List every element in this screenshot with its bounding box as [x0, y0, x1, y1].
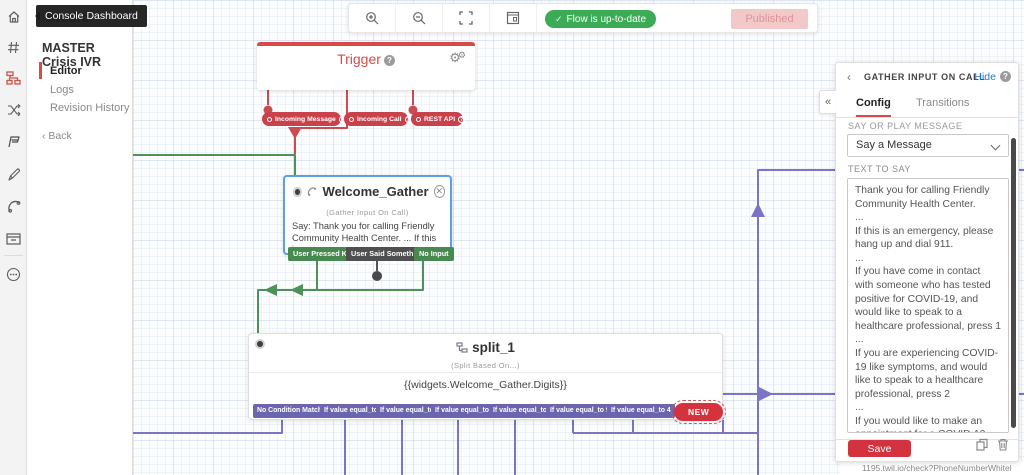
nav-item-revision-history[interactable]: Revision History — [50, 102, 130, 114]
say-or-play-message-label: SAY OR PLAY MESSAGE — [848, 121, 963, 129]
studio-flow-icon[interactable] — [0, 67, 27, 89]
flow-title: MASTER Crisis IVR — [42, 41, 102, 69]
widget-config-panel: ‹ GATHER INPUT ON CALL Hide ? Config Tra… — [835, 62, 1019, 462]
back-chevron-icon[interactable]: ‹ — [847, 70, 851, 84]
back-link[interactable]: ‹ Back — [42, 130, 72, 142]
chevron-down-icon — [990, 140, 1001, 151]
divider — [4, 255, 23, 256]
archive-icon[interactable] — [0, 228, 27, 250]
widget-title: split_1 — [249, 340, 722, 355]
pen-icon[interactable] — [0, 163, 27, 185]
trigger-pill-incoming-call[interactable]: Incoming Call? — [344, 112, 412, 126]
phone-icon[interactable] — [0, 196, 27, 218]
active-nav-indicator — [39, 62, 42, 79]
condition-pill-equal-2[interactable]: If value equal_to 2 — [376, 404, 444, 418]
zoom-out-icon — [412, 11, 425, 24]
condition-pill-equal-99[interactable]: If value equal_to 99 — [546, 404, 618, 418]
tab-config[interactable]: Config — [856, 97, 891, 117]
product-sidebar — [0, 0, 27, 475]
nav-item-logs[interactable]: Logs — [50, 84, 74, 96]
trigger-pill-incoming-message[interactable]: Incoming Message? — [262, 112, 346, 126]
panel-header: ‹ GATHER INPUT ON CALL Hide ? — [836, 63, 1018, 91]
condition-pill-equal-1[interactable]: If value equal_to 1 — [320, 404, 388, 418]
console-dashboard-tooltip: Console Dashboard — [35, 5, 147, 27]
widget-title: Welcome_Gather — [322, 184, 429, 199]
flag-icon[interactable] — [0, 130, 27, 152]
help-icon[interactable]: ? — [383, 54, 395, 66]
ring-icon — [267, 116, 272, 122]
flow-status-badge: ✓Flow is up-to-date — [545, 10, 657, 28]
nav-item-editor[interactable]: Editor — [50, 65, 82, 77]
help-icon: ? — [458, 115, 466, 123]
hidden-widget-url-fragment: 1195.twil.io/check?PhoneNumberWhitel — [840, 462, 1024, 475]
hide-link[interactable]: Hide — [974, 71, 996, 83]
more-options-icon[interactable] — [0, 263, 27, 285]
ring-icon — [349, 116, 354, 122]
canvas-toolbar: ✓Flow is up-to-date Published — [348, 3, 818, 33]
transition-pill-user-said-something[interactable]: User Said Something — [346, 247, 430, 261]
gear-icon[interactable]: ⚙⚙ — [449, 50, 466, 65]
split-test-expression: {{widgets.Welcome_Gather.Digits}} — [404, 379, 567, 391]
transition-pill-no-input[interactable]: No Input — [414, 247, 454, 261]
save-button[interactable]: Save — [848, 440, 911, 457]
hash-icon[interactable] — [0, 36, 27, 58]
panel-tabs: Config Transitions — [836, 91, 1018, 118]
split-widget[interactable]: split_1 (Split Based On...) {{widgets.We… — [248, 333, 727, 424]
copy-icon[interactable] — [976, 438, 988, 456]
split-icon — [456, 342, 468, 353]
panel-footer: Save — [836, 438, 1018, 461]
divider — [249, 372, 722, 373]
zoom-in-button[interactable] — [349, 4, 396, 32]
check-icon: ✓ — [555, 14, 563, 24]
trigger-pill-rest-api[interactable]: REST API? — [411, 112, 466, 126]
trigger-widget[interactable]: Trigger? ⚙⚙ Incoming Message? Incoming C… — [257, 42, 475, 126]
condition-pill-equal-3[interactable]: If value equal_to 3 — [431, 404, 499, 418]
trigger-accent-bar — [257, 42, 475, 46]
shuffle-icon[interactable] — [0, 99, 27, 121]
widget-type-label: (Gather Input On Call) — [326, 208, 409, 217]
help-icon[interactable]: ? — [1000, 71, 1011, 82]
ring-icon — [416, 116, 421, 122]
zoom-in-icon — [365, 11, 378, 24]
phone-icon — [307, 186, 317, 196]
condition-pill-equal-0[interactable]: If value equal_to 0 — [489, 404, 557, 418]
condition-pill-equal-4[interactable]: If value equal_to 4 — [607, 404, 675, 418]
collapse-panel-button[interactable]: « — [819, 90, 836, 114]
fullscreen-icon — [459, 11, 473, 25]
message-type-select[interactable]: Say a Message — [847, 134, 1009, 157]
panel-icon — [506, 11, 520, 25]
condition-pill-no-condition-matches[interactable]: No Condition Matches — [253, 404, 334, 418]
published-button[interactable]: Published — [731, 9, 808, 29]
input-connector-dot[interactable] — [255, 339, 265, 349]
widget-library-button[interactable] — [490, 4, 537, 32]
zoom-out-button[interactable] — [396, 4, 443, 32]
panel-title: GATHER INPUT ON CALL — [864, 72, 986, 82]
trash-icon[interactable] — [997, 438, 1009, 456]
close-icon[interactable]: ✕ — [433, 185, 445, 198]
widget-type-label: (Split Based On...) — [451, 361, 520, 370]
flow-nav-panel: Studio MASTER Crisis IVR Editor Logs Rev… — [27, 0, 133, 475]
transition-pill-user-pressed-keys[interactable]: User Pressed Keys — [288, 247, 365, 261]
trigger-title: Trigger? — [257, 51, 475, 67]
welcome-gather-widget[interactable]: Welcome_Gather ✕ (Gather Input On Call) … — [283, 175, 454, 261]
text-to-say-label: TEXT TO SAY — [848, 164, 911, 174]
input-connector-dot[interactable] — [293, 186, 303, 197]
fit-to-screen-button[interactable] — [443, 4, 490, 32]
tab-transitions[interactable]: Transitions — [916, 97, 970, 109]
text-to-say-input[interactable]: Thank you for calling Friendly Community… — [847, 178, 1009, 433]
home-icon[interactable] — [0, 6, 27, 28]
new-transition-button[interactable]: NEW — [671, 400, 727, 424]
panel-scrollbar[interactable] — [1011, 138, 1016, 428]
